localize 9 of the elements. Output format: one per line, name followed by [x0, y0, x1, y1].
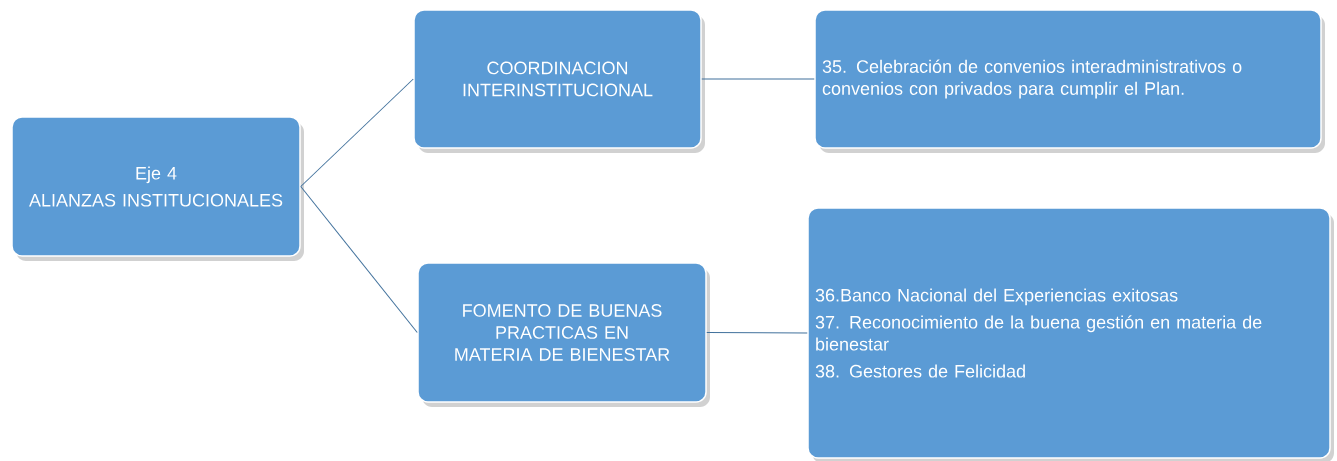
connector-line	[300, 78, 414, 187]
topic-box: Eje 4 ALIANZAS INSTITUCIONALES	[11, 116, 304, 261]
connector-line	[300, 186, 418, 333]
connector-line	[701, 78, 815, 80]
category-box: COORDINACION INTERINSTITUCIONAL	[413, 9, 705, 153]
item-box: 36.Banco Nacional del Experiencias exitosas 37. Reconocimiento de la buena gestión en materia de bienestar 38. Gestores de Felicidad	[807, 207, 1334, 461]
category-box: FOMENTO DE BUENAS PRACTICAS EN MATERIA DE BIENESTAR	[417, 262, 710, 407]
connector-line	[706, 332, 808, 334]
item-box: 35. Celebración de convenios interadministrativos o convenios con privados para cumplir el Plan.	[814, 9, 1325, 153]
